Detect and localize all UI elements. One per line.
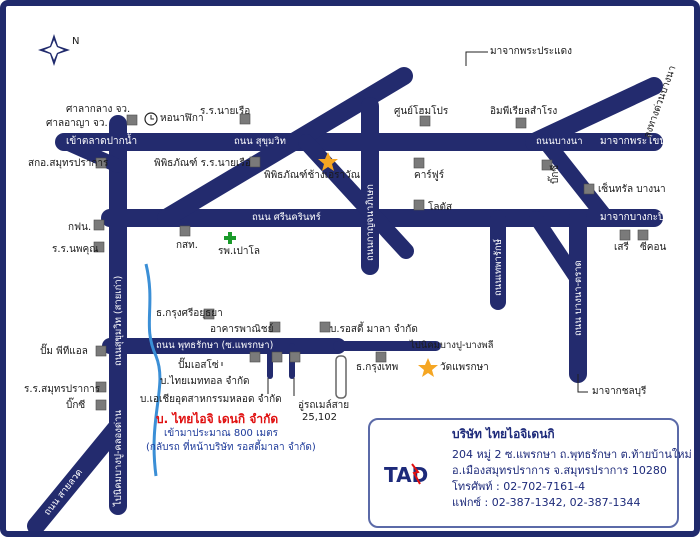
place-museum: พิพิธภัณฑ์ ร.ร.นายเรือ: [154, 158, 251, 169]
place-hospital: รพ.เปาโล: [218, 246, 261, 257]
road-sukhumvit-old: ถนนสุขุมวิท (สายเก่า): [113, 275, 124, 366]
place-bigc: บิ๊กซี: [550, 164, 561, 184]
from-phrakhanong: มาจากพระโขนง: [600, 136, 671, 147]
place-krungthep: ธ.กรุงเทพ: [356, 362, 399, 373]
card-address2: อ.เมืองสมุทรปราการ จ.สมุทรปราการ 10280: [452, 464, 667, 477]
place-office: สกอ.สมุทรปราการ: [28, 158, 109, 169]
place-bigc2: บิ๊กซี: [66, 400, 86, 411]
card-phone: โทรศัพท์ : 02-702-7161-4: [452, 480, 586, 493]
place-gas: กฟน.: [68, 222, 92, 233]
road-bangpu-bangphli: ไปนิคมบางปู-บางพลี: [410, 340, 494, 351]
place-rosdee: บ.รอสดี้ มาลา จำกัด: [330, 324, 418, 335]
building-icons: [93, 113, 649, 411]
road-bangna-trad: ถนน บางนา-ตราด: [573, 260, 584, 336]
place-power-mall: ศูนย์โฮมโปร: [394, 106, 449, 117]
road-srinakarin: ถนน ศรีนครินทร์: [252, 212, 321, 223]
place-garage: อู่รถเมล์สาย: [298, 400, 350, 411]
place-school2: ร.ร.สมุทรปราการ: [24, 384, 101, 395]
place-carrefour: คาร์ฟูร์: [414, 170, 445, 181]
place-temple: วัดแพรกษา: [440, 362, 489, 373]
star-icon: [318, 152, 338, 171]
place-asia-ind: บ.เอเชียอุตสาหกรรมหลอด จำกัด: [140, 394, 282, 405]
place-tessco: ปั๊มเอสโซ่: [178, 360, 219, 371]
road-bangna-label: บางนา: [529, 174, 540, 202]
place-lotus: โลตัส: [428, 202, 453, 213]
clock-icon: [144, 112, 158, 126]
place-pump: ปั๊ม พีทีแอล: [40, 346, 88, 357]
company-logo: TAD: [382, 460, 444, 490]
road-kanchanaphisek: ถนนกาญจนาภิเษก: [365, 184, 376, 261]
place-seacon: ซีคอน: [640, 242, 667, 253]
place-thai-metal: บ.ไทยเมททอล จำกัด: [160, 376, 250, 387]
place-court: ศาลากลาง จว.: [66, 104, 131, 115]
place-index: อิมพีเรียลสำโรง: [490, 106, 558, 117]
place-police: กสท.: [176, 240, 198, 251]
road-thepharak: ถนนเทพารักษ์: [493, 239, 504, 296]
road-phuttharaksa: ถนน พุทธรักษา (ซ.แพรกษา): [156, 340, 274, 351]
compass-north-label: N: [72, 36, 80, 47]
place-clock: หอนาฬิกา: [160, 113, 204, 124]
card-address1: 204 หมู่ 2 ซ.แพรกษา ถ.พุทธรักษา ต.ท้ายบ้…: [452, 448, 692, 461]
place-central: เซ็นทรัล บางนา: [598, 184, 666, 195]
from-bangkrachao: มาจากบางกะปิ: [600, 212, 665, 223]
company-card: TAD บริษัท ไทยไอจิเดนกิ 204 หมู่ 2 ซ.แพร…: [368, 418, 692, 528]
bus-garage-marker: [335, 355, 347, 399]
star-icon: [418, 358, 438, 377]
target-distance: เข้ามาประมาณ 800 เมตร: [164, 428, 278, 439]
place-garage-number: 25,102: [302, 412, 337, 423]
target-hint: (กลับรถ ที่หน้าบริษัท รอสดี้มาลา จำกัด): [146, 442, 316, 453]
card-company: บริษัท ไทยไอจิเดนกิ: [452, 427, 555, 441]
place-school: ร.ร.นพคุณ: [52, 244, 99, 255]
road-network: [27, 34, 663, 531]
place-erawan: พิพิธภัณฑ์ช้างเอราวัณ: [264, 170, 361, 181]
place-commercial: อาคารพาณิชย์: [210, 324, 274, 335]
place-prosecutor: ศาลอาญา จว.: [46, 118, 108, 129]
place-bank: ธ.กรุงศรีอยุธยา: [156, 308, 223, 319]
river: [144, 263, 162, 477]
card-fax: แฟกซ์ : 02-387-1342, 02-387-1344: [452, 496, 641, 509]
compass-icon: [38, 34, 70, 66]
road-sukhumvit: ถนน สุขุมวิท: [234, 136, 286, 147]
road-to-bangna: ถนนบางนา: [536, 136, 583, 147]
place-pak-nam: เข้าตลาดปากน้ำ: [66, 136, 138, 147]
svg-text:TAD: TAD: [384, 463, 428, 487]
target-company: บ. ไทยไอจิ เดนกิ จำกัด: [156, 412, 279, 426]
road-thaiban-klongdan: ไปนิคมบางปู-คลองด่าน: [113, 410, 124, 506]
hospital-cross-icon: [224, 232, 236, 244]
from-chonburi: มาจากชลบุรี: [592, 386, 647, 397]
from-pravet: มาจากพระประแดง: [490, 46, 572, 57]
place-seri: เสรี: [614, 242, 629, 253]
place-navy-school: ร.ร.นายเรือ: [200, 106, 251, 117]
